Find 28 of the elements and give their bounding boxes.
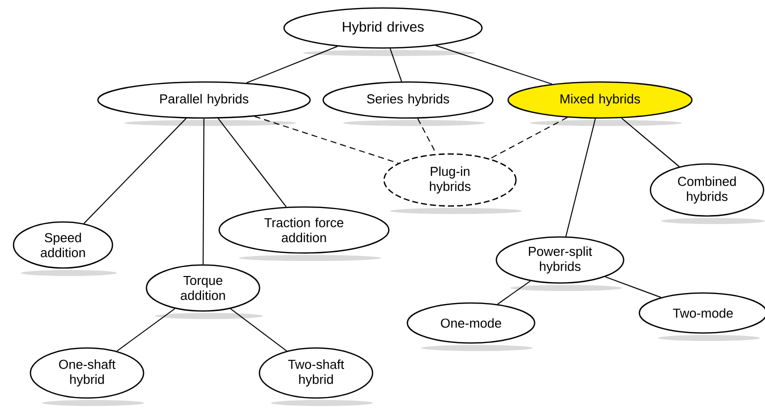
- ellipse-node: Speed addition: [12, 221, 117, 276]
- connector-line: [83, 118, 187, 224]
- connector-line: [246, 46, 338, 84]
- ellipse-node: One-mode: [406, 302, 536, 351]
- connector-line: [435, 45, 552, 85]
- ellipse-node: Hybrid drives: [283, 7, 483, 56]
- connector-line: [565, 118, 596, 237]
- ellipse-node: Mixed hybrids: [507, 81, 693, 126]
- ellipse-node: Two-mode: [638, 292, 765, 341]
- dashed-connector: [489, 116, 568, 160]
- ellipse-node: Two-shaft hybrid: [258, 347, 374, 406]
- connector-line: [604, 276, 662, 298]
- dashed-connector: [254, 116, 399, 164]
- connector-line: [202, 118, 204, 265]
- ellipse-node: Traction force addition: [218, 206, 390, 261]
- ellipse-node: Plug-in hybrids: [383, 153, 522, 214]
- connector-line: [497, 280, 531, 305]
- ellipse-node: Series hybrids: [322, 81, 494, 126]
- connector-line: [218, 118, 287, 208]
- ellipse-node: Torque addition: [146, 264, 263, 319]
- ellipse-node: Parallel hybrids: [97, 81, 311, 126]
- ellipse-node: Power-split hybrids: [496, 236, 624, 291]
- connector-line: [621, 118, 680, 168]
- connector-line: [390, 48, 402, 82]
- connector-line: [230, 308, 288, 352]
- connector-line: [116, 308, 176, 352]
- ellipse-node: One-shaft hybrid: [30, 347, 144, 406]
- ellipse-node: Combined hybrids: [650, 163, 765, 224]
